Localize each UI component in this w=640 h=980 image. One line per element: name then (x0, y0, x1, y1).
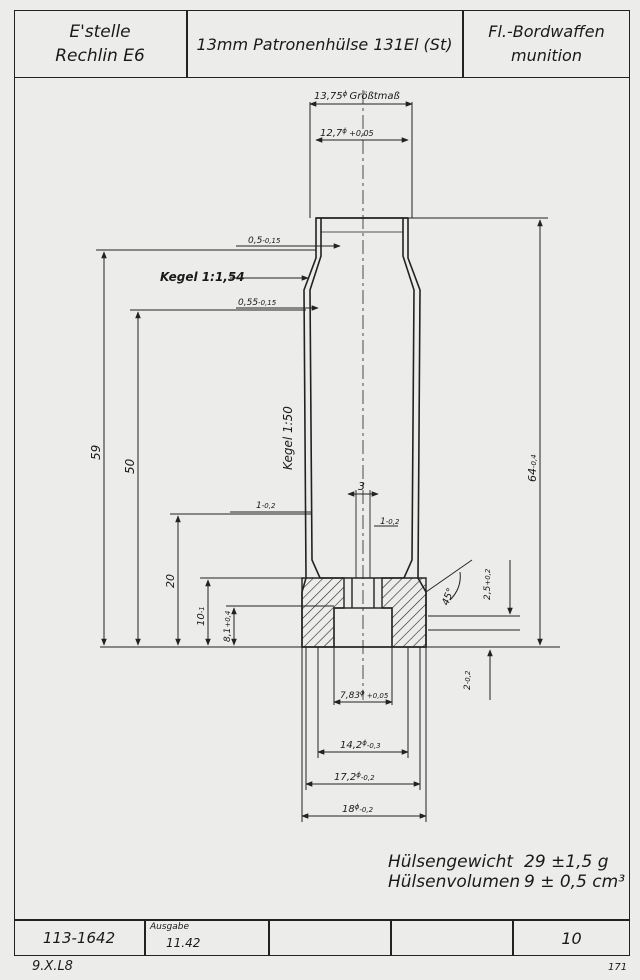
len-81-label: 8,1+0,4 (223, 611, 233, 642)
sheet-number: 10 (561, 928, 582, 948)
footer-div-4 (512, 920, 514, 956)
header-block (14, 10, 630, 78)
web-dims (230, 491, 398, 527)
hole-1-label: 1-0,2 (380, 517, 400, 527)
footer-div-1 (144, 920, 146, 956)
footer-div-2 (268, 920, 270, 956)
base-section-right (381, 577, 427, 648)
drawing-title: 13mm Patronenhülse 131El (St) (196, 34, 453, 54)
dia-172-label: 17,2ϕ-0,2 (334, 771, 375, 783)
category-cell: Fl.-Bordwaffen munition (463, 10, 630, 78)
header-divider-2 (462, 10, 464, 78)
cone-2-label: Kegel 1:50 (281, 406, 295, 470)
edition-value: 11.42 (166, 936, 201, 950)
title-cell: 13mm Patronenhülse 131El (St) (187, 10, 462, 78)
rim-2-label: 2-0,2 (463, 670, 473, 690)
header-divider-1 (186, 10, 188, 78)
edition-label: Ausgabe (150, 922, 190, 932)
top-dims (309, 101, 413, 218)
category-line1: Fl.-Bordwaffen (488, 22, 605, 41)
org-line2: Rechlin E6 (55, 46, 145, 66)
wall-mouth-label: 0,5-0,15 (248, 236, 281, 246)
volume-value: 9 ± 0,5 cm³ (524, 872, 626, 892)
angle-label: 45° (440, 587, 456, 607)
cone-1-label: Kegel 1:1,54 (160, 270, 245, 284)
weight-value: 29 ±1,5 g (524, 852, 609, 872)
web-1-label: 1-0,2 (256, 501, 276, 511)
stamp-text: 9.X.L8 (32, 959, 73, 974)
footer-div-3 (390, 920, 392, 956)
base-section-left (301, 577, 345, 648)
mouth-dia-label: 12,7ϕ +0,05 (320, 127, 374, 139)
wall-leaders (230, 243, 341, 311)
left-dims (96, 249, 334, 646)
volume-label: Hülsenvolumen (388, 872, 521, 892)
max-dia-label: 13,75ϕ Größtmaß (314, 90, 400, 102)
len-10-label: 10-1 (196, 606, 207, 626)
weight-label: Hülsengewicht (388, 852, 514, 872)
right-dims (408, 217, 548, 700)
flash-3-label: 3 (358, 480, 365, 493)
wall-body-label: 0,55-0,15 (238, 298, 277, 308)
category-line2: munition (511, 46, 582, 65)
len-20-label: 20 (164, 574, 177, 588)
len-59-label: 59 (89, 445, 103, 460)
drawing-number: 113-1642 (42, 929, 116, 947)
page-number: 171 (608, 962, 628, 973)
drawing-frame (14, 78, 630, 920)
rim-25-label: 2,5+0,2 (483, 568, 493, 600)
bottom-dims (301, 647, 427, 822)
primer-dia-label: 7,83ϕ +0,05 (340, 689, 389, 701)
len-64-label: 64-0,4 (526, 454, 539, 482)
footer-block (14, 920, 630, 956)
dia-18-label: 18ϕ-0,2 (342, 803, 374, 815)
dia-142-label: 14,2ϕ-0,3 (340, 739, 381, 751)
len-50-label: 50 (123, 458, 137, 474)
org-cell: E'stelle Rechlin E6 (14, 10, 186, 78)
org-line1: E'stelle (69, 22, 131, 42)
